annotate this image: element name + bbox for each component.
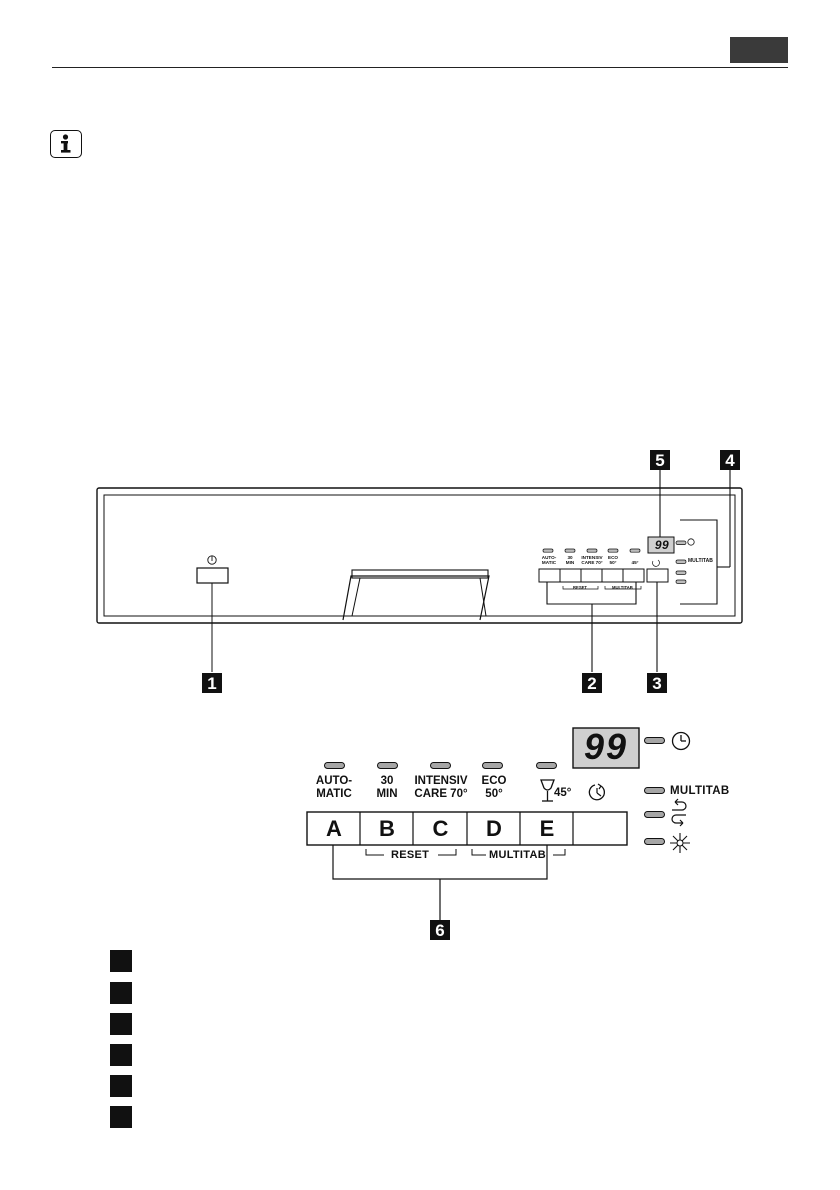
led-eco — [482, 762, 503, 769]
callout-1: 1 — [202, 673, 222, 693]
header-rule — [52, 67, 788, 68]
label-30min-l2: MIN — [376, 788, 398, 800]
small-label-2-l2: MIN — [565, 560, 575, 565]
small-label-5: 45° — [626, 560, 644, 565]
button-a[interactable]: A — [326, 816, 342, 841]
callout-4: 4 — [720, 450, 740, 470]
glass-icon — [540, 778, 556, 802]
small-label-4-l2: 50° — [609, 560, 617, 565]
small-reset-label: RESET — [573, 585, 587, 590]
small-label-4-l1: ECO — [608, 555, 618, 560]
callout-6: 6 — [430, 920, 450, 940]
button-e[interactable]: E — [539, 816, 555, 841]
label-eco-l2: 50° — [485, 788, 503, 800]
info-icon — [50, 130, 82, 158]
led-glass — [536, 762, 557, 769]
rinse-aid-icon — [670, 832, 692, 854]
led-intensiv — [430, 762, 451, 769]
led-rinse — [644, 838, 665, 845]
clock-icon — [670, 731, 692, 753]
callout-3: 3 — [647, 673, 667, 693]
label-intensiv: INTENSIV CARE 70° — [409, 775, 473, 801]
small-label-5-l2: 45° — [631, 560, 639, 565]
label-30min-l1: 30 — [380, 775, 394, 787]
small-display: 99 — [654, 538, 670, 552]
small-program-labels: AUTO- MATIC 30 MIN INTENSIV CARE 70° ECO… — [534, 555, 646, 569]
small-label-3-l2: CARE 70° — [581, 560, 603, 565]
multitab-indicator-label: MULTITAB — [670, 785, 730, 797]
button-b[interactable]: B — [379, 816, 395, 841]
button-d[interactable]: D — [486, 816, 502, 841]
legend-marker-6 — [110, 1106, 132, 1128]
small-label-3-l1: INTENSIV — [581, 555, 603, 560]
label-intensiv-l2: CARE 70° — [414, 788, 468, 800]
label-eco-l1: ECO — [481, 775, 507, 787]
delay-start-button[interactable] — [574, 813, 626, 845]
led-clock — [644, 737, 665, 744]
time-display: 99 — [583, 726, 629, 767]
led-automatic — [324, 762, 345, 769]
legend-marker-2 — [110, 982, 132, 1004]
small-label-2: 30 MIN — [560, 555, 580, 565]
multitab-label: MULTITAB — [489, 849, 546, 861]
page-tab — [730, 37, 788, 63]
legend-marker-5 — [110, 1075, 132, 1097]
callout-2: 2 — [582, 673, 602, 693]
label-30min: 30 MIN — [359, 775, 415, 801]
small-label-4: ECO 50° — [604, 555, 622, 565]
label-glass-45: 45° — [554, 787, 572, 799]
label-automatic-l1: AUTO- — [315, 775, 353, 787]
label-automatic: AUTO- MATIC — [306, 775, 362, 801]
small-label-3: INTENSIV CARE 70° — [581, 555, 603, 565]
label-eco: ECO 50° — [466, 775, 522, 801]
small-label-1: AUTO- MATIC — [539, 555, 559, 565]
small-multitab-indicator: MULTITAB — [688, 558, 713, 564]
led-salt — [644, 811, 665, 818]
legend-marker-1 — [110, 950, 132, 972]
callout-5: 5 — [650, 450, 670, 470]
led-multitab — [644, 787, 665, 794]
small-label-1-l2: MATIC — [541, 560, 557, 565]
small-multitab-label: MULTITAB — [612, 585, 633, 590]
legend-marker-3 — [110, 1013, 132, 1035]
label-intensiv-l1: INTENSIV — [414, 775, 468, 787]
label-automatic-l2: MATIC — [316, 788, 352, 800]
delay-start-icon — [588, 780, 606, 798]
reset-label: RESET — [391, 849, 430, 861]
small-label-1-l1: AUTO- — [541, 555, 557, 560]
salt-refill-icon — [670, 798, 688, 826]
power-icon — [206, 555, 218, 567]
led-30min — [377, 762, 398, 769]
small-label-2-l1: 30 — [567, 555, 573, 560]
button-c[interactable]: C — [432, 816, 449, 841]
legend-marker-4 — [110, 1044, 132, 1066]
